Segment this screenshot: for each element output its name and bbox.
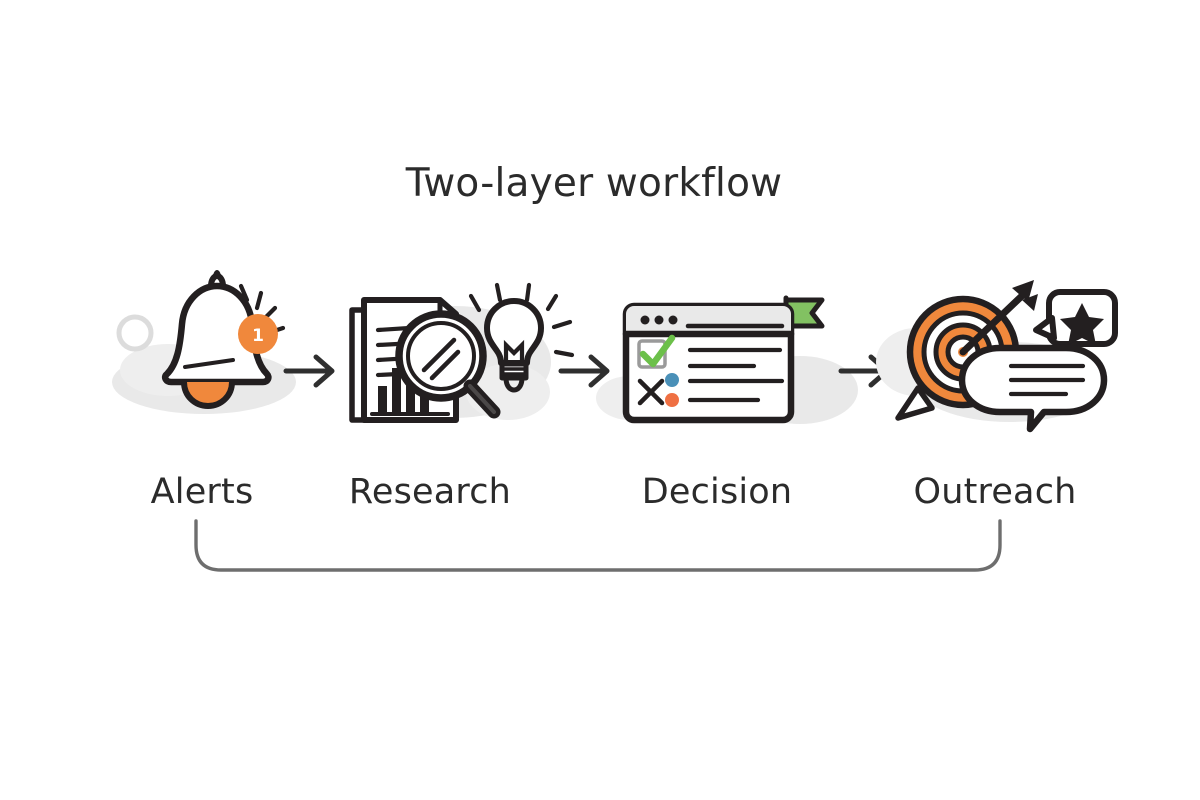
lightbulb-icon <box>468 282 575 393</box>
arrow-right-icon <box>283 354 335 388</box>
page-title: Two-layer workflow <box>405 161 782 206</box>
checkbox-checked-icon <box>637 334 676 369</box>
step-decision[interactable]: Decision <box>596 295 858 512</box>
speech-bubble-star-icon <box>1033 289 1118 347</box>
alerts-badge-count: 1 <box>252 326 264 346</box>
status-dot-orange <box>665 393 679 407</box>
feedback-loop-path <box>194 519 1002 572</box>
step-alerts[interactable]: 1 Alerts <box>112 270 296 512</box>
arrow-strike-icon <box>959 280 1038 356</box>
arrow-right-icon <box>558 354 610 388</box>
document-bar-chart <box>378 368 429 412</box>
step-label-decision: Decision <box>642 472 793 512</box>
speech-bubble-message-icon <box>958 344 1108 433</box>
step-research[interactable]: Research <box>349 282 575 512</box>
window-dots-icon <box>640 315 678 325</box>
status-dot-blue <box>665 373 679 387</box>
magnifier-icon <box>395 310 501 419</box>
step-label-research: Research <box>349 472 511 512</box>
step-outreach[interactable]: Outreach <box>876 280 1118 512</box>
alerts-badge: 1 <box>238 314 278 354</box>
x-mark-icon <box>637 378 665 406</box>
browser-window-icon <box>622 302 795 424</box>
alerts-ring-decoration <box>116 314 154 352</box>
step-label-outreach: Outreach <box>913 472 1076 512</box>
step-label-alerts: Alerts <box>151 472 254 512</box>
